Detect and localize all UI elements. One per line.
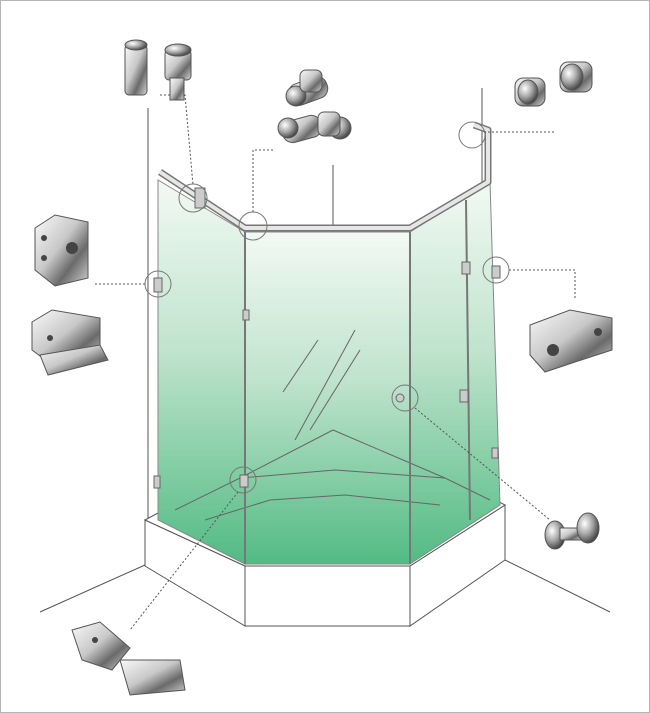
glass-clamps [153, 187, 501, 489]
door-knob-icon [544, 512, 600, 550]
tube-elbow-connector-icon [277, 69, 352, 144]
callout-circles [144, 121, 510, 494]
glass-clamp-square-icon [34, 214, 89, 287]
leader-lines [95, 94, 576, 631]
tube-to-glass-clamp-icon [124, 39, 192, 101]
door-edges [244, 199, 471, 564]
glass-clamp-90-degree-icon [529, 309, 613, 373]
glass-hinge-wall-icon [31, 309, 109, 376]
glass-reflections [282, 329, 361, 441]
glass-hinge-135-degree-icon [71, 621, 186, 696]
glass-panel-left [157, 179, 246, 565]
glass-panel-right [409, 181, 501, 565]
top-rail [158, 121, 492, 232]
glass-panel-front [244, 231, 411, 565]
tray-lines [174, 429, 491, 521]
tube-wall-flange-icon [514, 61, 593, 107]
glass-panels [157, 179, 501, 565]
